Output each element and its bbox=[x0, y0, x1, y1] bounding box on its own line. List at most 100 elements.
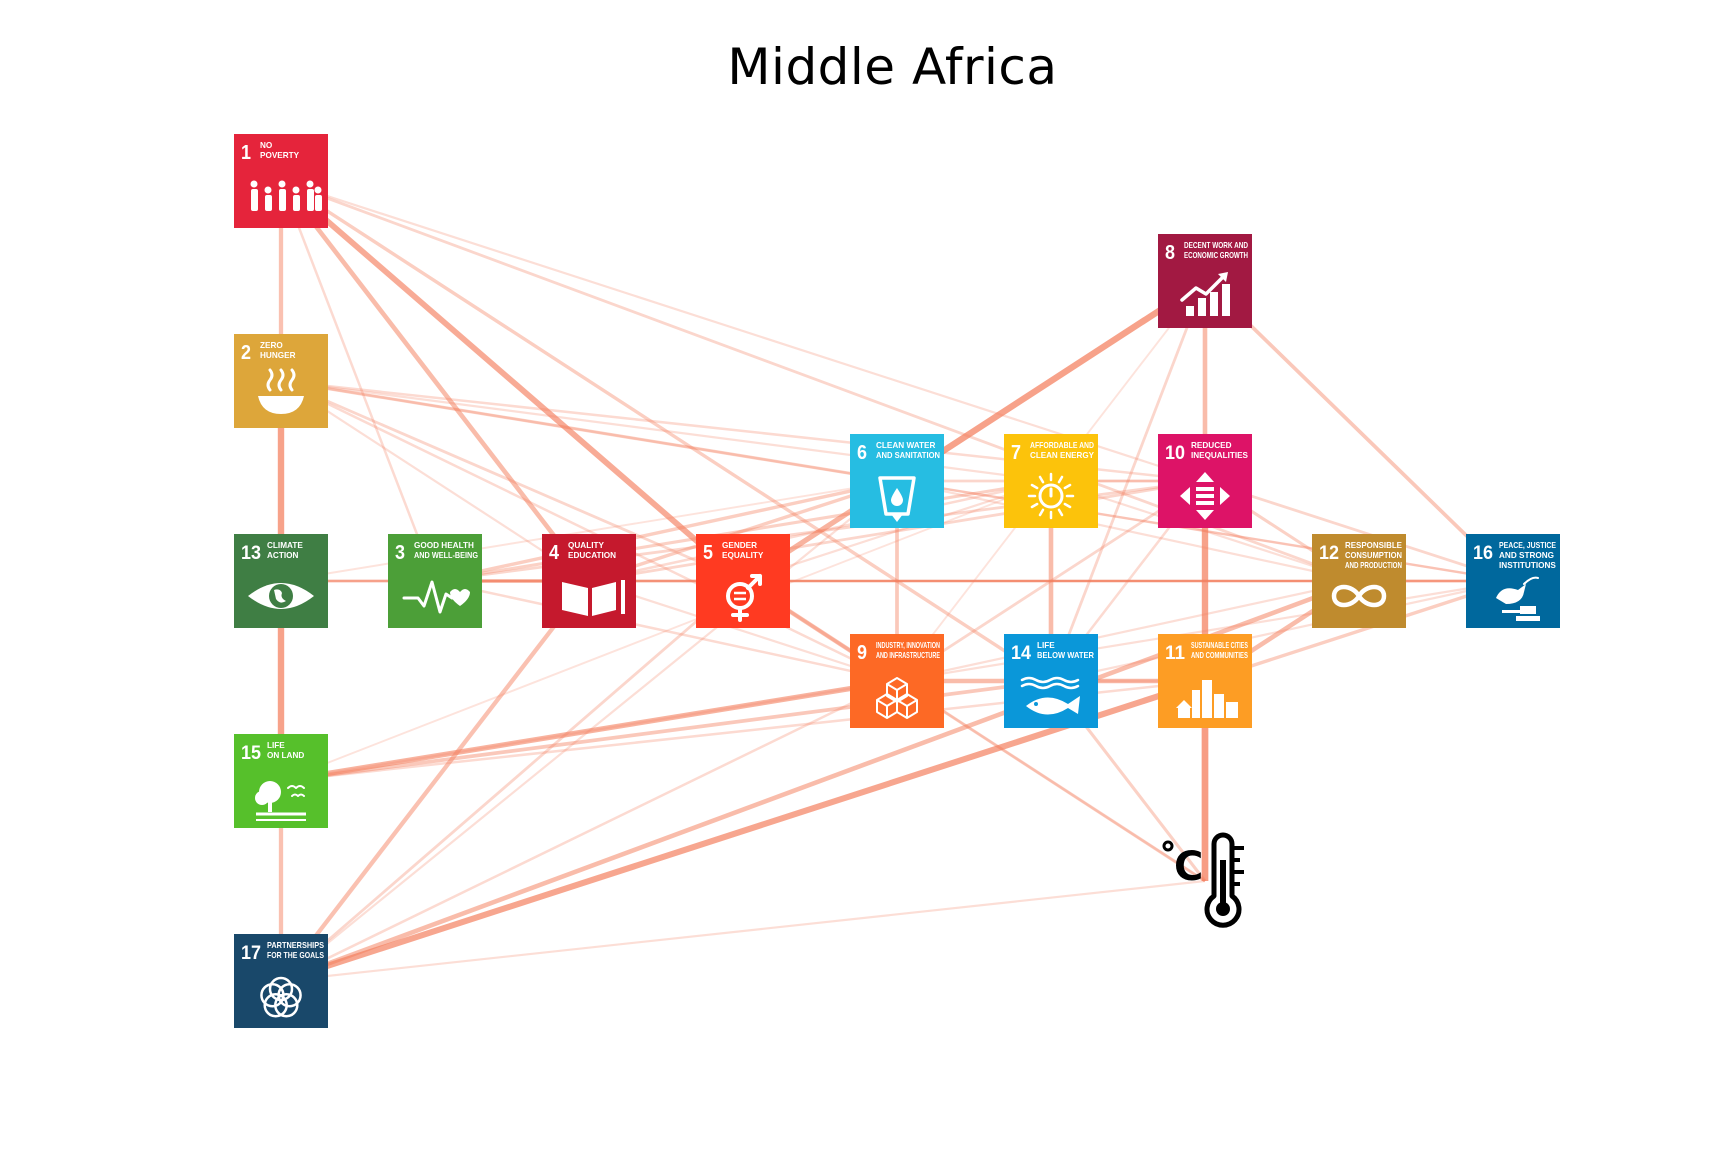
sun-power-icon bbox=[1027, 472, 1075, 520]
sdg-label-line: RESPONSIBLE bbox=[1345, 541, 1403, 550]
sdg-tile-bg bbox=[234, 534, 328, 628]
eye-globe-icon bbox=[248, 583, 314, 609]
edge-6-12 bbox=[896, 479, 1360, 583]
edge-2-6 bbox=[280, 379, 898, 483]
sdg-label-line: AND INFRASTRUCTURE bbox=[876, 651, 940, 660]
diagram-title: Middle Africa bbox=[727, 38, 1058, 96]
sdg-label-line: REDUCED bbox=[1191, 441, 1232, 450]
edge-15-9 bbox=[280, 678, 898, 784]
edge-11-16 bbox=[1204, 579, 1514, 683]
sdg-number: 6 bbox=[857, 442, 867, 464]
edge-3-9 bbox=[434, 579, 898, 683]
edge-8-14 bbox=[1049, 280, 1207, 682]
sdg-label-line: CONSUMPTION bbox=[1345, 551, 1402, 560]
rings-icon bbox=[260, 976, 302, 1018]
sdg-number: 15 bbox=[241, 743, 261, 764]
sdg-tile-bg bbox=[388, 534, 482, 628]
sdg-label-line: SUSTAINABLE CITIES bbox=[1191, 641, 1248, 650]
edge-17-5 bbox=[280, 579, 744, 983]
gender-icon bbox=[726, 574, 762, 622]
infinity-icon bbox=[1331, 584, 1387, 608]
sdg-tile-bg bbox=[696, 534, 790, 628]
sdg-label-line: GENDER bbox=[722, 541, 757, 550]
sdg-label-line: AND SANITATION bbox=[876, 451, 940, 460]
sdg-label-line: CLEAN WATER bbox=[876, 441, 936, 450]
sdg-label-line: QUALITY bbox=[568, 541, 604, 550]
sdg-tile-bg bbox=[234, 734, 328, 828]
sdg-label-line: ZERO bbox=[260, 341, 283, 350]
sdg-label-line: NO bbox=[260, 141, 273, 150]
sdg-number: 1 bbox=[241, 142, 251, 164]
edge-8-16 bbox=[1203, 279, 1515, 583]
book-icon bbox=[562, 580, 625, 616]
edge-1-5 bbox=[279, 178, 745, 584]
sdg-label-line: ECONOMIC GROWTH bbox=[1184, 251, 1248, 260]
dove-gavel-icon bbox=[1496, 576, 1540, 621]
sdg-label-line: CLIMATE bbox=[267, 541, 303, 550]
sdg-number: 8 bbox=[1165, 242, 1175, 264]
edge-4-10 bbox=[588, 479, 1206, 583]
edge-17-6 bbox=[280, 480, 898, 982]
sdg-label-line: PEACE, JUSTICE bbox=[1499, 541, 1556, 550]
edge-4-9 bbox=[588, 579, 898, 683]
sdg-label-line: AFFORDABLE AND bbox=[1030, 441, 1094, 450]
family-icon bbox=[250, 180, 322, 211]
sdg-label-line: AND WELL-BEING bbox=[414, 551, 478, 560]
sdg-label-line: BELOW WATER bbox=[1037, 651, 1094, 660]
sdg-number: 7 bbox=[1011, 442, 1021, 464]
sdg-label-line: ACTION bbox=[267, 551, 298, 560]
edge-1-4 bbox=[279, 179, 591, 583]
svg-text:C: C bbox=[1174, 844, 1203, 890]
edge-5-7 bbox=[742, 479, 1052, 583]
equality-arrows-icon bbox=[1180, 472, 1230, 520]
thermometer-celsius-icon: C bbox=[1162, 832, 1244, 928]
cubes-icon bbox=[876, 677, 918, 719]
edge-1-10 bbox=[280, 179, 1206, 483]
edge-15-7 bbox=[280, 480, 1052, 782]
sdg-label-line: CLEAN ENERGY bbox=[1030, 451, 1095, 460]
sdg-label-line: EDUCATION bbox=[568, 551, 616, 560]
edge-5-T bbox=[742, 579, 1206, 883]
sdg-number: 16 bbox=[1473, 543, 1493, 564]
edge-17-T bbox=[280, 879, 1206, 983]
sdg-number: 14 bbox=[1011, 643, 1031, 664]
edge-3-6 bbox=[434, 479, 898, 583]
sdg-label-line: FOR THE GOALS bbox=[267, 951, 324, 960]
edge-17-11 bbox=[280, 678, 1206, 984]
heartbeat-icon bbox=[402, 580, 470, 614]
sdg-tile-bg bbox=[542, 534, 636, 628]
sdg-number: 4 bbox=[549, 542, 560, 564]
water-glass-icon bbox=[878, 476, 916, 522]
edge-2-5 bbox=[280, 379, 744, 583]
sdg-label-line: LIFE bbox=[267, 741, 285, 750]
edge-14-16 bbox=[1050, 579, 1514, 683]
sdg-number: 12 bbox=[1319, 543, 1339, 564]
node-temperature: C bbox=[1162, 832, 1244, 928]
sdg-label-line: EQUALITY bbox=[722, 551, 764, 560]
sdg-number: 9 bbox=[857, 642, 867, 664]
growth-chart-icon bbox=[1180, 272, 1230, 316]
edge-2-4 bbox=[280, 380, 590, 582]
sdg-label-line: GOOD HEALTH bbox=[414, 541, 474, 550]
sdg-label-line: POVERTY bbox=[260, 151, 300, 160]
edge-6-8 bbox=[895, 278, 1207, 484]
edge-13-6 bbox=[280, 480, 898, 582]
